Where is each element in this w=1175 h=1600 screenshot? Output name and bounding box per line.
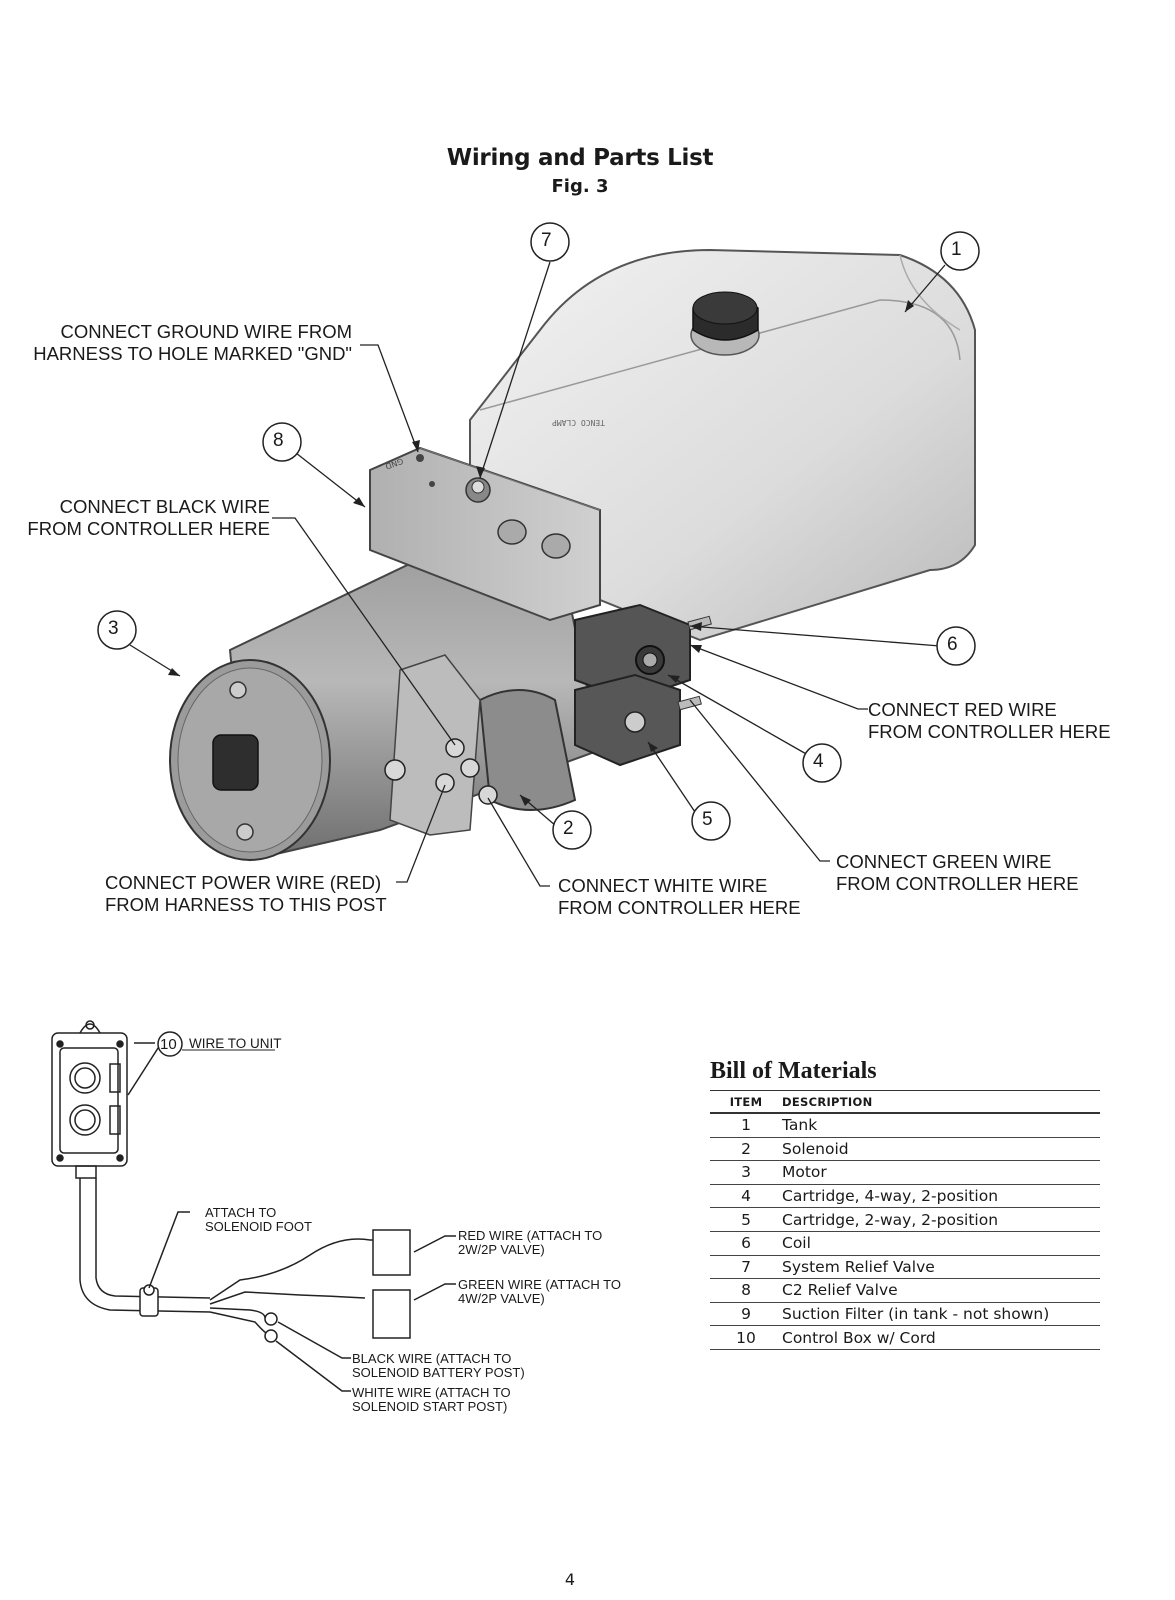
bom-description: Coil xyxy=(782,1231,1100,1256)
balloon-1: 1 xyxy=(951,239,962,260)
bom-item: 9 xyxy=(710,1302,782,1327)
bom-item: 10 xyxy=(710,1325,782,1350)
page-title: Wiring and Parts List xyxy=(446,145,714,171)
balloon-3: 3 xyxy=(108,618,119,639)
bom-header-row: ITEM DESCRIPTION xyxy=(710,1090,1100,1114)
control-box xyxy=(51,1032,128,1167)
callout-power-wire: CONNECT POWER WIRE (RED) FROM HARNESS TO… xyxy=(105,872,387,915)
balloon-5: 5 xyxy=(702,809,713,830)
item-balloons xyxy=(97,222,980,850)
arrowheads xyxy=(168,300,914,806)
leader-lines xyxy=(129,261,946,887)
bom-description: System Relief Valve xyxy=(782,1255,1100,1280)
callout-ground-wire: CONNECT GROUND WIRE FROM HARNESS TO HOLE… xyxy=(33,321,352,364)
bom-description: Tank xyxy=(782,1113,1100,1138)
bom-item: 1 xyxy=(710,1113,782,1138)
valve-coils xyxy=(574,603,712,767)
bom-item: 8 xyxy=(710,1278,782,1303)
balloon-8: 8 xyxy=(273,430,284,451)
balloon-7: 7 xyxy=(541,230,552,251)
bom-item: 4 xyxy=(710,1184,782,1209)
control-box-diagram xyxy=(51,1020,456,1392)
bom-description: C2 Relief Valve xyxy=(782,1278,1100,1303)
bom-description: Solenoid xyxy=(782,1137,1100,1162)
label-red-wire: RED WIRE (ATTACH TO 2W/2P VALVE) xyxy=(458,1228,603,1257)
bom-title: Bill of Materials xyxy=(710,1058,877,1084)
balloon-4: 4 xyxy=(813,751,824,772)
figure-label: Fig. 3 xyxy=(551,176,609,197)
motor-shaft xyxy=(212,734,259,791)
bom-description: Control Box w/ Cord xyxy=(782,1325,1100,1350)
page-number: 4 xyxy=(564,1570,576,1589)
bom-description: Motor xyxy=(782,1160,1100,1185)
solenoid xyxy=(384,654,577,836)
svg-text:TENCO CLAMP: TENCO CLAMP xyxy=(552,418,605,427)
label-wire-to-unit: WIRE TO UNIT xyxy=(189,1036,282,1051)
balloon-6: 6 xyxy=(947,634,958,655)
bom-item: 6 xyxy=(710,1231,782,1256)
label-white-wire: WHITE WIRE (ATTACH TO SOLENOID START POS… xyxy=(352,1385,511,1414)
bom-item: 3 xyxy=(710,1160,782,1185)
label-attach-solenoid-foot: ATTACH TO SOLENOID FOOT xyxy=(205,1205,312,1234)
balloon-10: 10 xyxy=(160,1036,177,1053)
label-black-wire: BLACK WIRE (ATTACH TO SOLENOID BATTERY P… xyxy=(352,1351,525,1380)
balloon-2: 2 xyxy=(563,818,574,839)
power-unit-illustration: TENCO CLAMP GND xyxy=(97,222,980,887)
callout-red-wire: CONNECT RED WIRE FROM CONTROLLER HERE xyxy=(868,699,1111,742)
manifold-block: GND xyxy=(369,446,601,622)
label-green-wire: GREEN WIRE (ATTACH TO 4W/2P VALVE) xyxy=(458,1277,621,1306)
bom-item: 7 xyxy=(710,1255,782,1280)
bom-description: Cartridge, 2-way, 2-position xyxy=(782,1207,1100,1232)
motor xyxy=(169,533,602,862)
bom-header-item: ITEM xyxy=(710,1090,782,1114)
bom-header-description: DESCRIPTION xyxy=(782,1090,1100,1114)
callout-green-wire: CONNECT GREEN WIRE FROM CONTROLLER HERE xyxy=(836,851,1079,894)
callout-white-wire: CONNECT WHITE WIRE FROM CONTROLLER HERE xyxy=(558,875,801,918)
bom-description: Cartridge, 4-way, 2-position xyxy=(782,1184,1100,1209)
bom-description: Suction Filter (in tank - not shown) xyxy=(782,1302,1100,1327)
callout-black-wire: CONNECT BLACK WIRE FROM CONTROLLER HERE xyxy=(27,496,270,539)
bom-item: 2 xyxy=(710,1137,782,1162)
bom-item: 5 xyxy=(710,1207,782,1232)
